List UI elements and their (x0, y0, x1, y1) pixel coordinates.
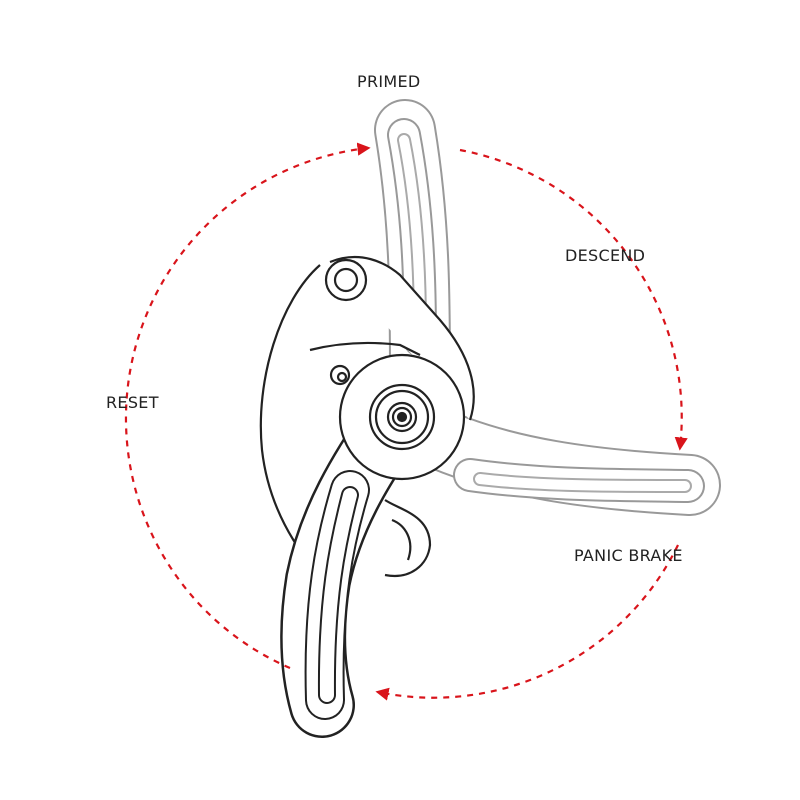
arrow-reset-to-primed (124, 142, 371, 670)
label-reset: RESET (106, 393, 159, 412)
label-panic-brake: PANIC BRAKE (574, 546, 683, 565)
arrow-panic-to-reset (375, 544, 679, 701)
label-primed: PRIMED (357, 72, 421, 91)
label-descend: DESCEND (565, 246, 646, 265)
pivot-hub (338, 353, 466, 481)
motion-arrows (124, 142, 688, 701)
arrow-primed-to-panic (459, 148, 688, 451)
